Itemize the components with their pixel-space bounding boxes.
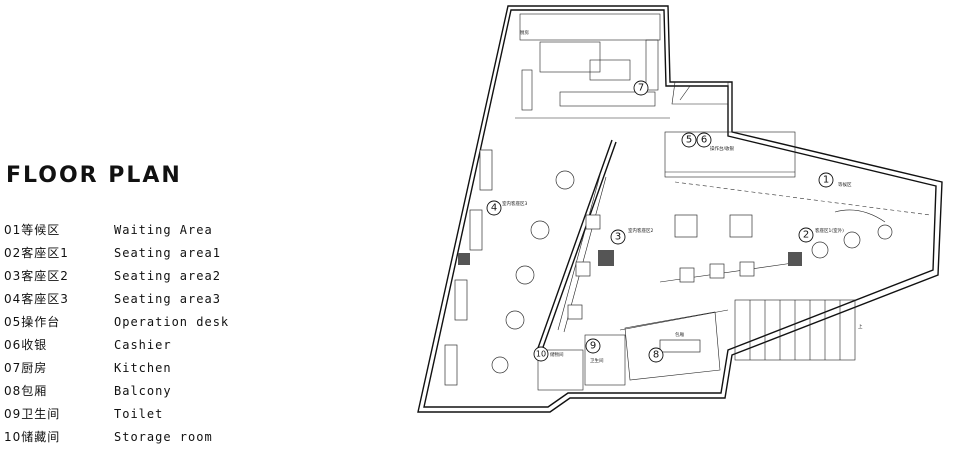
legend-item: 05操作台 Operation desk xyxy=(4,314,264,337)
structural-columns xyxy=(458,250,802,266)
page-title: FLOOR PLAN xyxy=(6,163,182,188)
legend-item: 06收银 Cashier xyxy=(4,337,264,360)
legend-code: 09卫生间 xyxy=(4,407,61,421)
svg-text:6: 6 xyxy=(701,135,707,146)
legend-item: 07厨房 Kitchen xyxy=(4,360,264,383)
legend-code: 06收银 xyxy=(4,338,48,352)
legend-english: Storage room xyxy=(114,430,213,444)
svg-text:2: 2 xyxy=(803,230,809,241)
legend-item: 02客座区1 Seating area1 xyxy=(4,245,264,268)
area-marker-8: 8 xyxy=(648,347,664,363)
stairs-up-label: 上 xyxy=(858,323,863,330)
area-marker-2: 2 xyxy=(798,227,814,243)
svg-text:10: 10 xyxy=(536,350,546,359)
floor-plan-drawing: 厨房 室内客座区3 xyxy=(417,5,943,413)
legend-english: Toilet xyxy=(114,407,164,421)
legend-english: Waiting Area xyxy=(114,223,213,237)
svg-text:9: 9 xyxy=(590,341,596,352)
seating2-label: 室内客座区2 xyxy=(628,227,653,234)
seating3-label: 室内客座区3 xyxy=(502,200,527,207)
legend-code: 04客座区3 xyxy=(4,292,69,306)
legend-code: 03客座区2 xyxy=(4,269,69,283)
staircase: 上 xyxy=(734,299,863,361)
area-marker-4: 4 xyxy=(486,200,502,216)
legend-english: Balcony xyxy=(114,384,172,398)
seating-area-2-tables: 室内客座区2 xyxy=(567,214,755,320)
legend-item: 08包厢 Balcony xyxy=(4,383,264,406)
kitchen-room-label: 厨房 xyxy=(520,29,529,36)
legend-english: Seating area3 xyxy=(114,292,221,306)
wall-bench-seating xyxy=(444,149,493,386)
legend-english: Kitchen xyxy=(114,361,172,375)
svg-text:1: 1 xyxy=(823,175,829,186)
area-marker-6: 6 xyxy=(696,132,712,148)
legend-item: 09卫生间 Toilet xyxy=(4,406,264,429)
seating-area-3-tables: 室内客座区3 xyxy=(491,170,575,374)
area-markers: 1 2 3 4 5 6 7 8 9 10 xyxy=(486,80,834,363)
area-marker-1: 1 xyxy=(818,172,834,188)
svg-text:4: 4 xyxy=(491,203,497,214)
svg-text:5: 5 xyxy=(686,135,692,146)
legend-item: 04客座区3 Seating area3 xyxy=(4,291,264,314)
legend-item: 03客座区2 Seating area2 xyxy=(4,268,264,291)
svg-text:3: 3 xyxy=(615,232,621,243)
area-marker-5: 5 xyxy=(681,132,697,148)
legend-code: 01等候区 xyxy=(4,223,61,237)
balcony-room: 包厢 xyxy=(624,311,721,381)
area-marker-9: 9 xyxy=(585,338,601,354)
svg-text:8: 8 xyxy=(653,350,659,361)
storage-label: 储物间 xyxy=(550,351,564,358)
legend-code: 10储藏间 xyxy=(4,430,61,444)
waiting-and-seating-1: 等候区 客座区1(室外) xyxy=(811,181,893,259)
legend-code: 07厨房 xyxy=(4,361,48,375)
legend-item: 01等候区 Waiting Area xyxy=(4,222,264,245)
legend-english: Operation desk xyxy=(114,315,230,329)
toilet-label: 卫生间 xyxy=(590,357,604,364)
svg-text:7: 7 xyxy=(638,83,644,94)
legend-item: 10储藏间 Storage room xyxy=(4,429,264,452)
legend-english: Cashier xyxy=(114,338,172,352)
toilet-storage-rooms: 卫生间 储物间 xyxy=(537,334,626,391)
legend-english: Seating area1 xyxy=(114,246,221,260)
legend-code: 02客座区1 xyxy=(4,246,69,260)
seating1-label: 客座区1(室外) xyxy=(815,227,844,234)
legend-english: Seating area2 xyxy=(114,269,221,283)
balcony-label: 包厢 xyxy=(675,331,684,338)
upper-right-room xyxy=(671,81,729,105)
area-marker-7: 7 xyxy=(633,80,649,96)
area-marker-10: 10 xyxy=(533,346,549,362)
waiting-label: 等候区 xyxy=(838,181,852,188)
kitchen-area: 厨房 xyxy=(515,13,670,119)
area-marker-3: 3 xyxy=(610,229,626,245)
operation-label: 操作台/收银 xyxy=(710,145,735,152)
legend-code: 05操作台 xyxy=(4,315,61,329)
legend-code: 08包厢 xyxy=(4,384,48,398)
legend-list: 01等候区 Waiting Area 02客座区1 Seating area1 03… xyxy=(4,222,264,452)
